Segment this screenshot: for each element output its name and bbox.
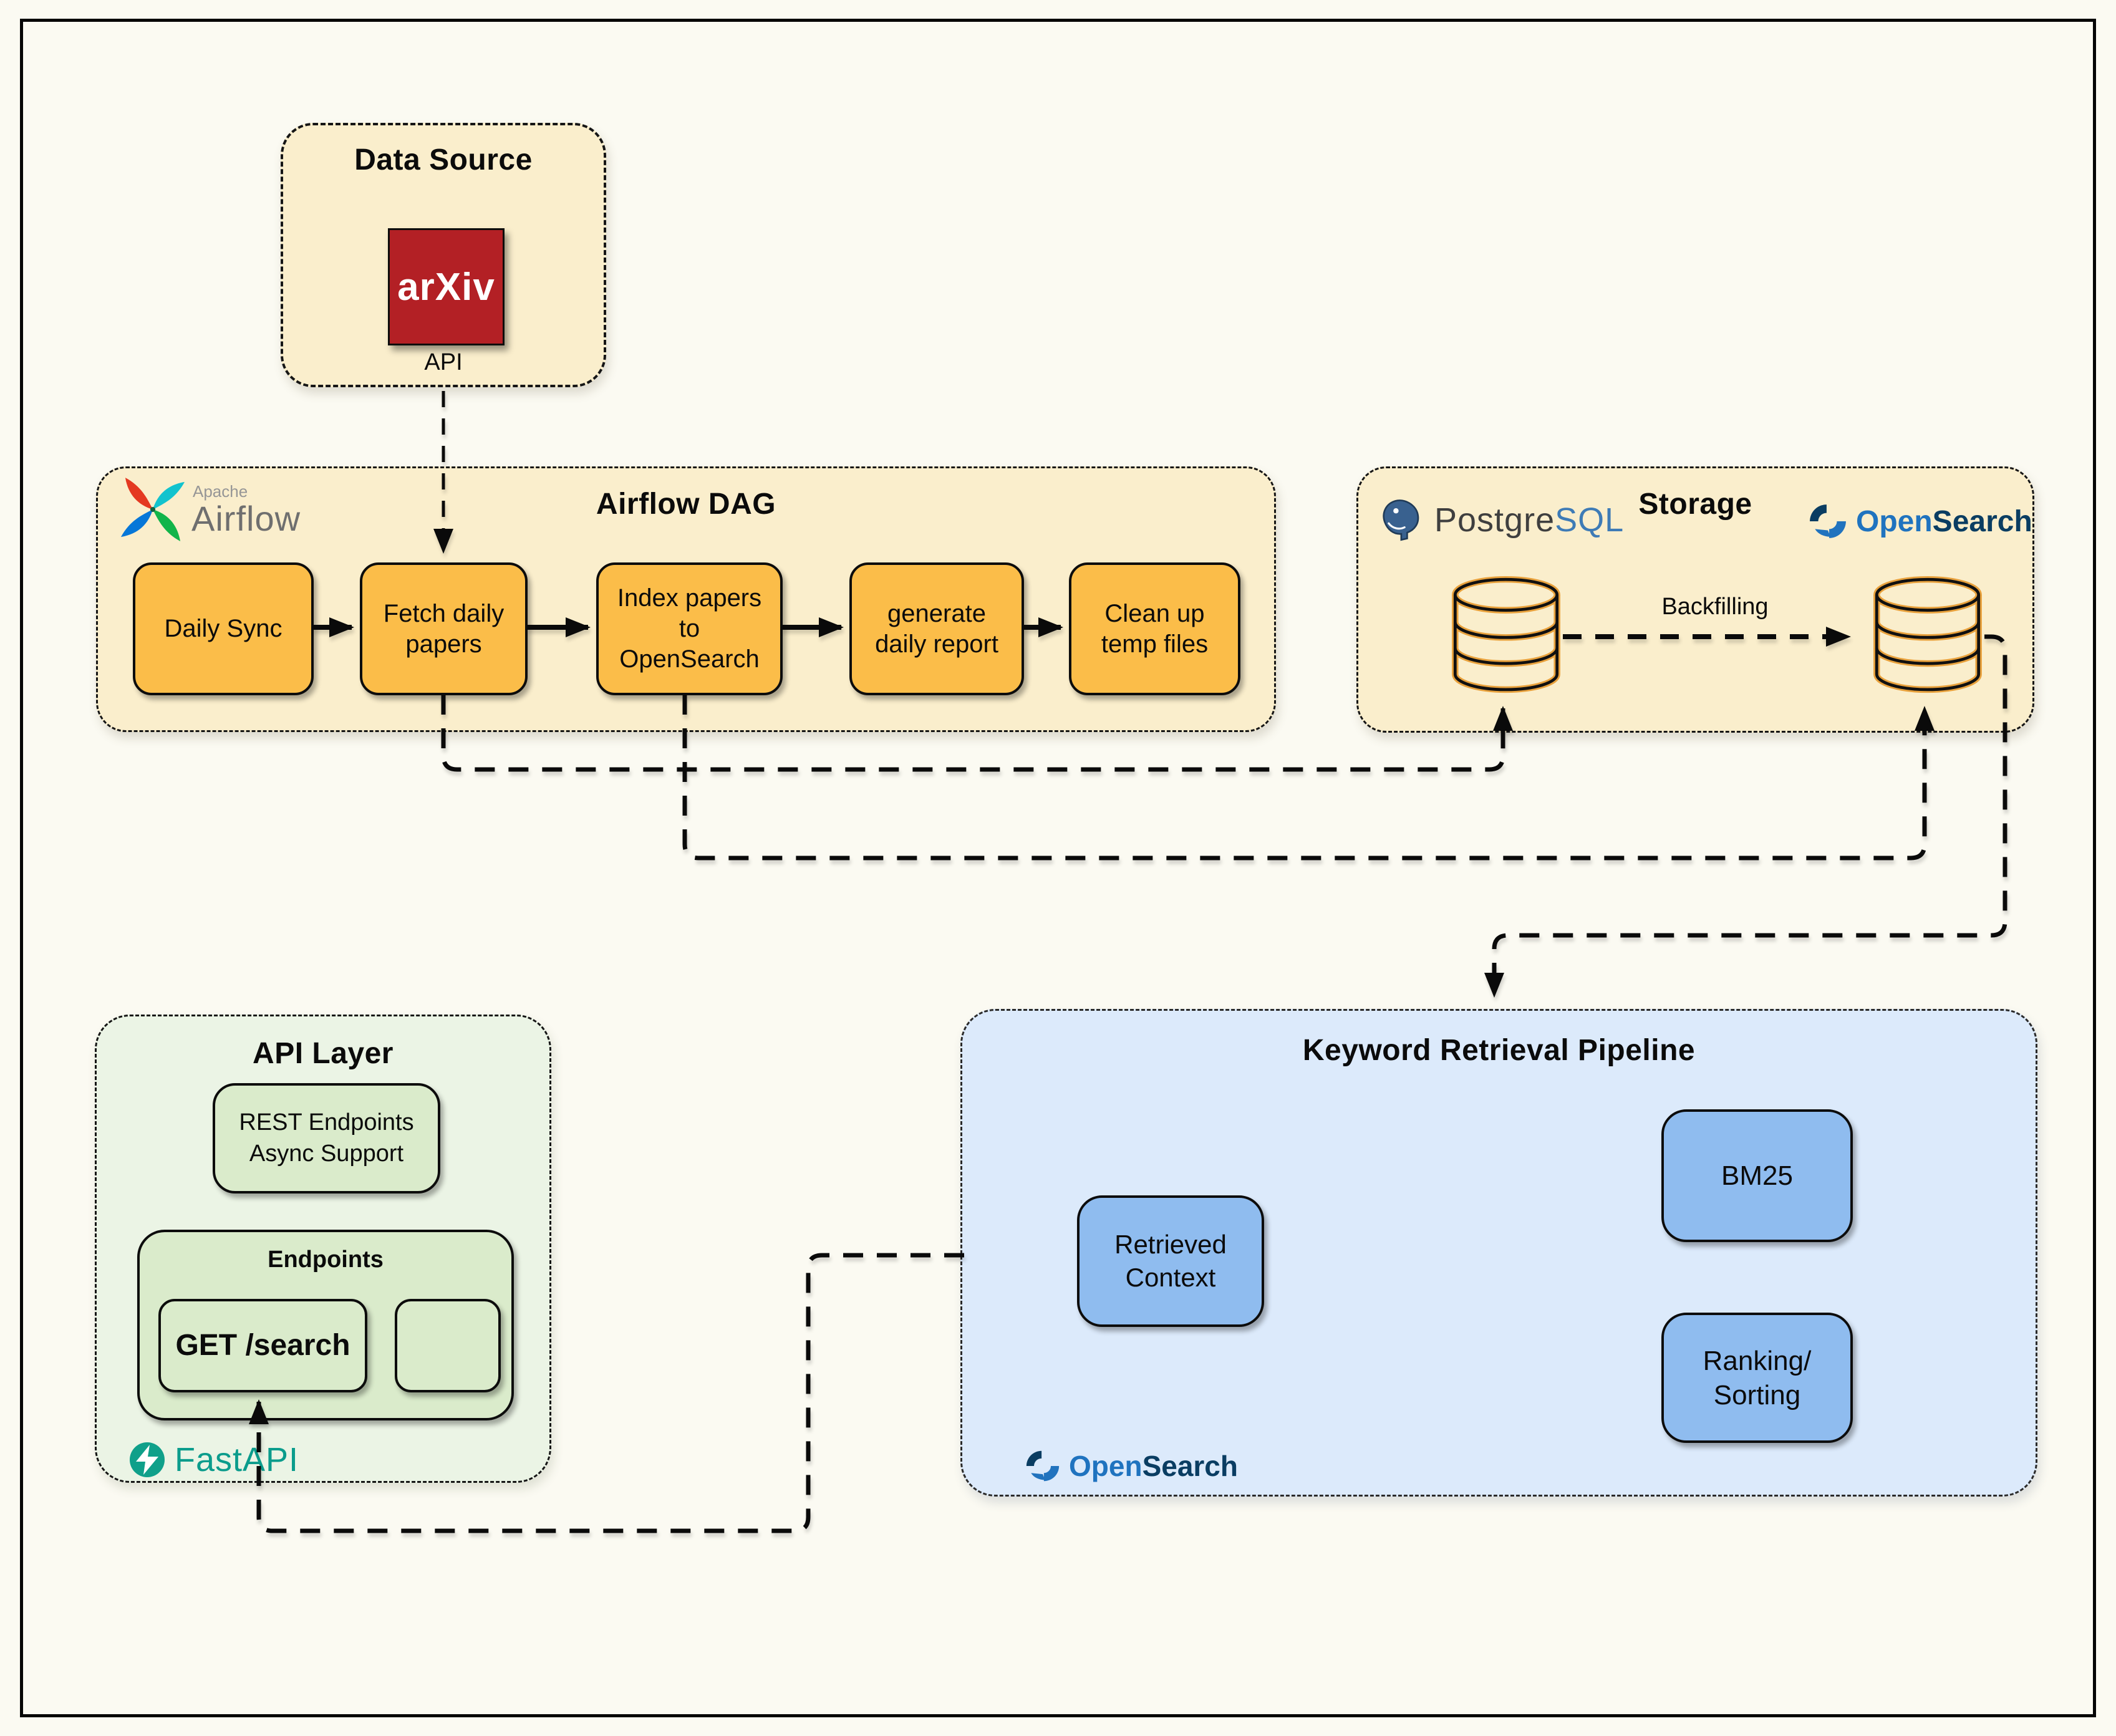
backfilling-label: Backfilling [1661,594,1769,620]
airflow-wordmark: Airflow [191,499,301,538]
arxiv-logo: arXiv [388,228,505,345]
task-daily-sync: Daily Sync [133,562,314,695]
fastapi-lightning-icon [130,1442,165,1477]
data-source-title: Data Source [354,143,533,176]
task-fetch-daily-papers: Fetch daily papers [360,562,528,695]
task-clean-up-temp-files: Clean up temp files [1069,562,1240,695]
opensearch-swirl-icon [1810,504,1846,538]
storage-title: Storage [1638,488,1752,521]
empty-endpoint-box [395,1299,501,1392]
fastapi-logo: FastAPI [128,1440,299,1479]
api-layer-title: API Layer [253,1037,394,1070]
endpoints-container: Endpoints GET /search [137,1230,514,1420]
postgres-database-cylinder-icon [1452,576,1560,693]
rest-endpoints-box: REST Endpoints Async Support [213,1083,440,1194]
airflow-dag-title: Airflow DAG [596,488,776,521]
get-search-box: GET /search [158,1299,367,1392]
arxiv-logo-text: arXiv [397,265,495,309]
task-generate-daily-report: generate daily report [849,562,1024,695]
task-index-papers: Index papers to OpenSearch [596,562,783,695]
opensearch-logo-storage: OpenSearch [1809,502,2032,541]
opensearch-word-search: Search [1932,504,2032,538]
keyword-retrieval-pipeline-box: Keyword Retrieval Pipeline BM25 Ranking/… [960,1009,2037,1497]
airflow-pinwheel-icon [120,477,185,542]
postgresql-word-blue: SQL [1555,501,1625,539]
opensearch-word-search: Search [1142,1450,1238,1482]
api-label: API [424,349,463,375]
endpoints-title: Endpoints [268,1247,384,1273]
opensearch-swirl-icon [1026,1450,1060,1482]
airflow-dag-box: Airflow DAG Apache Airflow Daily Sync Fe… [96,466,1276,732]
postgresql-word-dark: Postgre [1434,501,1555,539]
bm25-box: BM25 [1661,1109,1853,1242]
ranking-sorting-box: Ranking/ Sorting [1661,1313,1853,1443]
opensearch-logo-pipeline: OpenSearch [1025,1449,1238,1483]
postgresql-logo: PostgreSQL [1379,497,1624,543]
opensearch-database-cylinder-icon [1873,576,1982,693]
postgresql-elephant-icon [1383,499,1419,541]
pipeline-title: Keyword Retrieval Pipeline [1302,1034,1696,1067]
api-layer-box: API Layer REST Endpoints Async Support E… [95,1015,551,1483]
data-source-box: Data Source arXiv API [281,123,606,387]
opensearch-word-open: Open [1069,1450,1143,1482]
opensearch-word-open: Open [1856,504,1933,538]
retrieved-context-box: Retrieved Context [1077,1195,1264,1327]
fastapi-wordmark: FastAPI [175,1441,299,1478]
airflow-apache-label: Apache [193,482,248,501]
outer-frame [20,19,2096,1717]
